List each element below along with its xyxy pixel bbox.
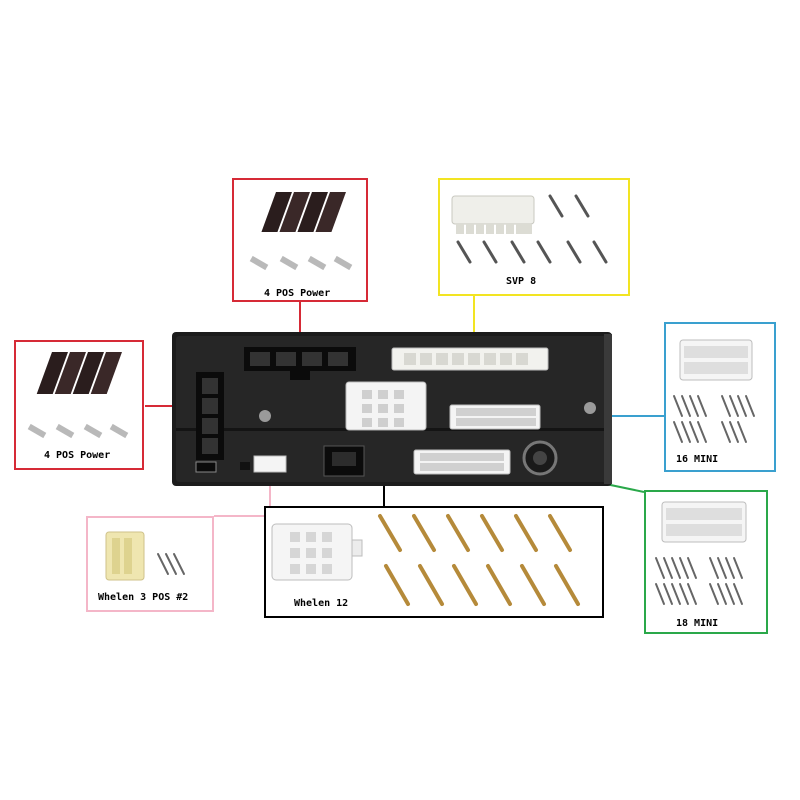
callout-label-svp8: SVP 8 xyxy=(506,276,537,287)
screw-left xyxy=(259,410,271,422)
callout-label-power-top: 4 POS Power xyxy=(264,288,331,299)
callout-whelen12: Whelen 12 xyxy=(264,506,604,618)
screw-right xyxy=(584,402,596,414)
svp8-connector-icon xyxy=(451,194,608,264)
callout-svp8: SVP 8 xyxy=(438,178,630,296)
callout-4pos-power-top: 4 POS Power xyxy=(232,178,368,302)
16-mini-connector-icon xyxy=(673,339,755,443)
18-mini-connector-icon xyxy=(655,501,747,605)
callout-16-mini: 16 MINI xyxy=(664,322,776,472)
callout-4pos-power-left: 4 POS Power xyxy=(14,340,144,470)
callout-label-whelen3: Whelen 3 POS #2 xyxy=(98,592,189,603)
callout-label-power-left: 4 POS Power xyxy=(44,450,111,461)
callout-18-mini: 18 MINI xyxy=(644,490,768,634)
whelen3-socket xyxy=(253,455,287,473)
power-connector-icon xyxy=(249,192,353,271)
callout-whelen3: Whelen 3 POS #2 xyxy=(86,516,214,612)
whelen12-connector-icon xyxy=(271,514,580,606)
callout-label-18-mini: 18 MINI xyxy=(676,618,719,629)
usb-port xyxy=(195,461,217,473)
callout-label-16-mini: 16 MINI xyxy=(676,454,719,465)
power-connector-icon xyxy=(27,352,129,439)
callout-label-whelen12: Whelen 12 xyxy=(294,598,349,609)
whelen3-connector-icon xyxy=(105,531,185,581)
